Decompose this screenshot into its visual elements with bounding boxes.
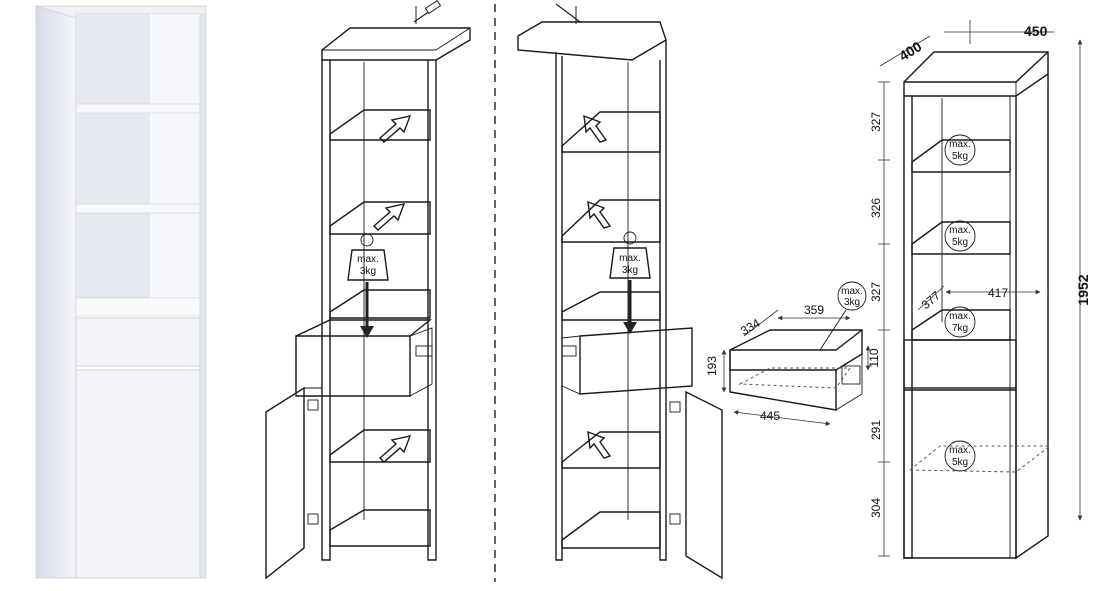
product-render xyxy=(35,5,207,579)
svg-text:5kg: 5kg xyxy=(952,151,968,162)
drawer-dimension-detail: 334 359 193 110 445 max. 3kg xyxy=(705,281,881,426)
section-height-dimensions: 327 326 327 291 304 xyxy=(869,81,890,557)
section-height-3: 327 xyxy=(869,282,883,302)
inner-depth-dimension: 377 xyxy=(919,288,944,312)
svg-text:7kg: 7kg xyxy=(952,323,968,334)
weight-icon: max. 3kg xyxy=(609,231,651,334)
drawer-height-inner-value: 110 xyxy=(867,348,881,367)
drawer-weight-label-prefix-2: max. xyxy=(619,253,641,264)
width-dimension: 450 xyxy=(1024,23,1048,39)
assembly-view-left: max. 3kg xyxy=(265,0,471,580)
assembly-view-right: max. 3kg xyxy=(517,3,723,580)
drawer-max-load-badge: max. 3kg xyxy=(819,281,867,351)
drawer-length-value: 445 xyxy=(760,409,780,423)
svg-text:5kg: 5kg xyxy=(952,457,968,468)
hinge-icon xyxy=(669,401,681,525)
svg-text:5kg: 5kg xyxy=(952,237,968,248)
drawer-weight-label-value-2: 3kg xyxy=(622,265,638,276)
dimensioned-cabinet: 450 400 1952 327 326 327 291 304 377 417 xyxy=(869,20,1091,560)
section-height-1: 327 xyxy=(869,112,883,132)
svg-text:max.: max. xyxy=(949,225,971,236)
screwdriver-icon xyxy=(413,0,442,24)
shelf-load-badge-1: max. 5kg xyxy=(944,134,976,166)
shelf-load-badge-2: max. 5kg xyxy=(944,220,976,252)
height-dimension: 1952 xyxy=(1075,274,1091,305)
hinge-icon xyxy=(307,399,319,525)
cabinet-floor-load-badge: max. 5kg xyxy=(944,440,976,472)
screwdriver-icon xyxy=(555,3,581,24)
svg-text:max.: max. xyxy=(949,445,971,456)
section-height-5: 304 xyxy=(869,498,883,518)
svg-text:max.: max. xyxy=(949,139,971,150)
drawer-height-outer-value: 193 xyxy=(705,356,719,376)
svg-text:3kg: 3kg xyxy=(844,297,860,308)
section-height-2: 326 xyxy=(869,198,883,218)
inner-width-dimension: 417 xyxy=(988,286,1008,300)
drawer-depth-line xyxy=(743,309,779,337)
drawer-weight-label-value: 3kg xyxy=(360,266,376,277)
weight-icon: max. 3kg xyxy=(347,233,389,338)
drawer-width-value: 359 xyxy=(804,303,824,317)
svg-text:max.: max. xyxy=(949,311,971,322)
svg-text:max.: max. xyxy=(841,286,863,297)
drawer-weight-label-prefix: max. xyxy=(357,254,379,265)
section-height-4: 291 xyxy=(869,420,883,440)
bottom-compartment-load-badge: max. 7kg xyxy=(944,306,976,338)
